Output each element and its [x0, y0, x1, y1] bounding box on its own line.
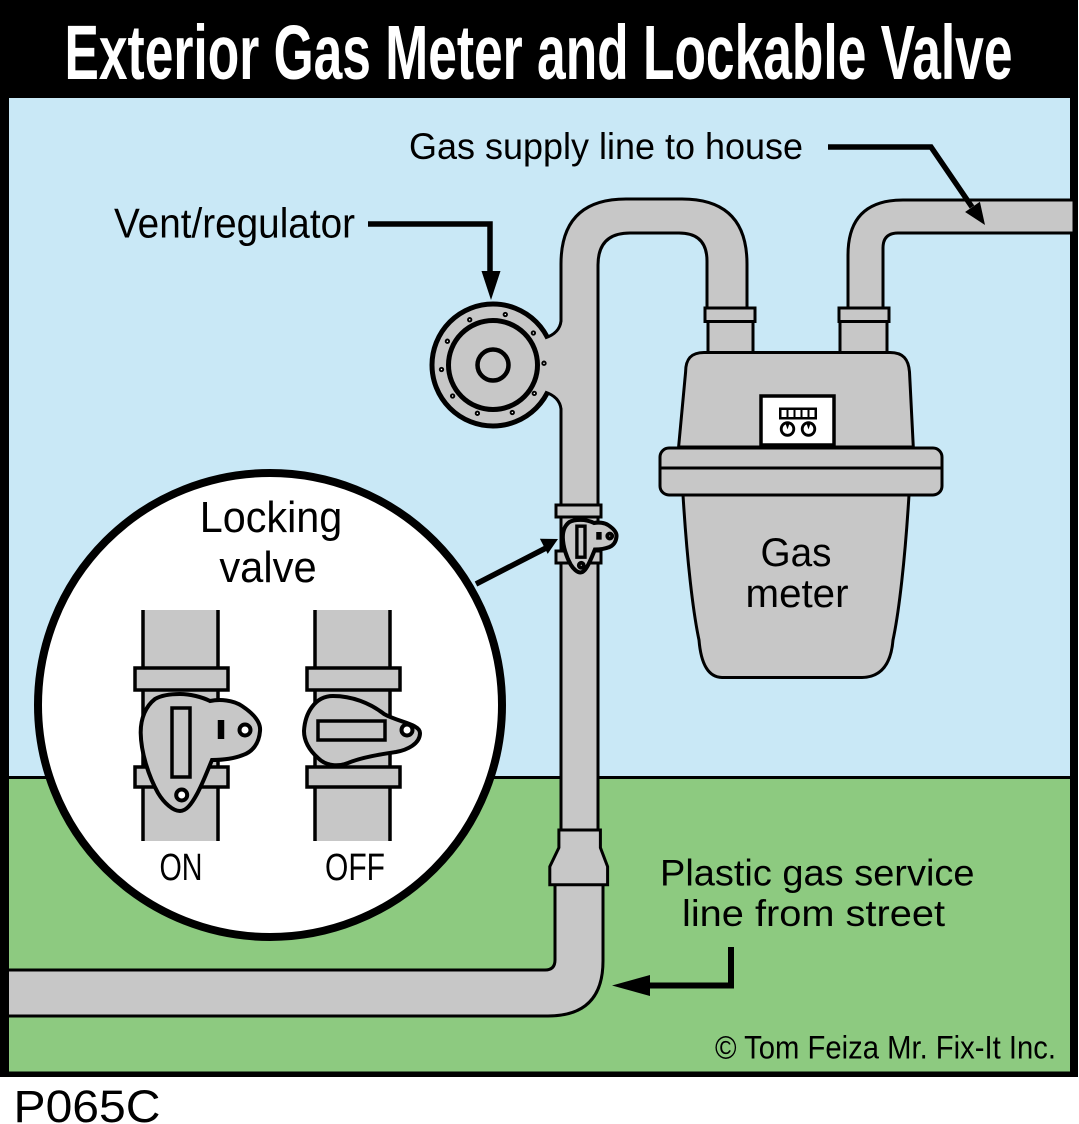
svg-text:Locking: Locking [200, 493, 343, 542]
svg-text:Vent/regulator: Vent/regulator [114, 200, 355, 247]
svg-text:© Tom Feiza Mr. Fix-It Inc.: © Tom Feiza Mr. Fix-It Inc. [715, 1030, 1056, 1066]
svg-text:Exterior Gas Meter and Lockabl: Exterior Gas Meter and Lockable Valve [65, 10, 1013, 96]
svg-text:line from street: line from street [682, 893, 946, 934]
svg-text:OFF: OFF [325, 847, 385, 889]
svg-text:Gas: Gas [761, 531, 832, 575]
svg-text:ON: ON [160, 847, 203, 889]
svg-text:Gas supply line to house: Gas supply line to house [409, 126, 803, 167]
svg-text:meter: meter [746, 572, 849, 616]
svg-text:P065C: P065C [14, 1081, 161, 1124]
svg-text:valve: valve [219, 543, 316, 592]
svg-text:Plastic gas service: Plastic gas service [660, 853, 975, 894]
